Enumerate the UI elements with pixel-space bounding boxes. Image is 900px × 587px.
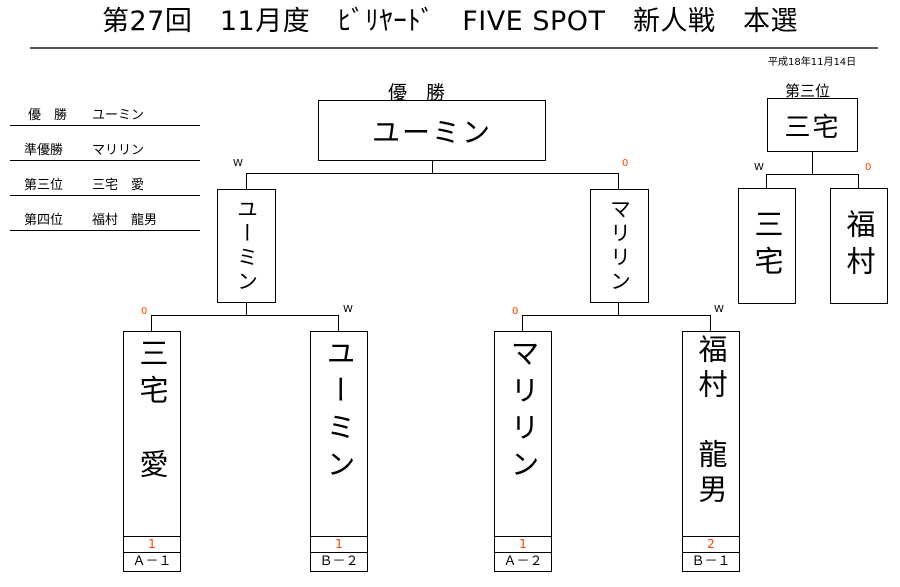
final-right-mark: 0: [622, 158, 629, 169]
result-rank: 第三位: [24, 178, 64, 193]
result-row: 優 勝 ユーミン: [10, 108, 200, 126]
player-code: Ａ－２: [494, 552, 552, 572]
player-box: 三宅 愛: [123, 331, 181, 537]
third-place-label: 第三位: [785, 82, 831, 100]
player-mark: 0: [512, 306, 519, 317]
third-player-name: 三宅: [750, 209, 784, 283]
result-name: マリリン: [92, 143, 145, 158]
player-score: 2: [682, 536, 740, 553]
page-title: 第27回 11月度 ﾋﾞﾘﾔｰﾄﾞ FIVE SPOT 新人戦 本選: [102, 6, 798, 37]
player-name: 三宅 愛: [135, 338, 169, 486]
champion-label: 優 勝: [388, 82, 446, 104]
third-place-winner-box: 三宅: [767, 98, 858, 152]
result-row: 第三位 三宅 愛: [10, 178, 200, 196]
semi-name-left: ユーミン: [234, 198, 259, 294]
final-left-mark: W: [233, 158, 243, 169]
semi-name-right: マリリン: [607, 198, 632, 294]
player-score: 1: [310, 536, 368, 553]
player-code: Ａ－１: [123, 552, 181, 572]
player-box: マリリン: [494, 331, 552, 537]
result-rank: 優 勝: [28, 108, 68, 123]
third-player-name: 福村: [842, 209, 876, 283]
third-place-winner: 三宅: [784, 112, 841, 143]
event-date: 平成18年11月14日: [768, 57, 857, 68]
player-name: ユーミン: [322, 338, 356, 486]
player-mark: W: [343, 304, 353, 315]
third-right-mark: 0: [865, 162, 872, 173]
player-mark: W: [714, 304, 724, 315]
third-left-mark: W: [754, 162, 764, 173]
result-row: 準優勝 マリリン: [10, 143, 200, 161]
champion-box: ユーミン: [318, 100, 546, 161]
player-code: Ｂ－２: [310, 552, 368, 572]
result-rank: 準優勝: [24, 143, 64, 158]
player-score: 1: [494, 536, 552, 553]
result-name: ユーミン: [92, 108, 145, 123]
semi-box-left: ユーミン: [217, 189, 276, 303]
player-mark: 0: [141, 306, 148, 317]
result-name: 三宅 愛: [92, 178, 145, 193]
third-player-box: 三宅: [738, 188, 796, 304]
result-row: 第四位 福村 龍男: [10, 213, 200, 231]
title-underline: [30, 47, 878, 49]
third-player-box: 福村: [830, 188, 888, 304]
champion-name: ユーミン: [371, 115, 492, 149]
player-box: 福村 龍男: [682, 331, 740, 537]
result-name: 福村 龍男: [92, 213, 158, 228]
player-name: 福村 龍男: [694, 334, 728, 509]
player-name: マリリン: [506, 338, 540, 486]
player-box: ユーミン: [310, 331, 368, 537]
player-code: Ｂ－１: [682, 552, 740, 572]
result-rank: 第四位: [24, 213, 64, 228]
player-score: 1: [123, 536, 181, 553]
semi-box-right: マリリン: [590, 189, 649, 303]
